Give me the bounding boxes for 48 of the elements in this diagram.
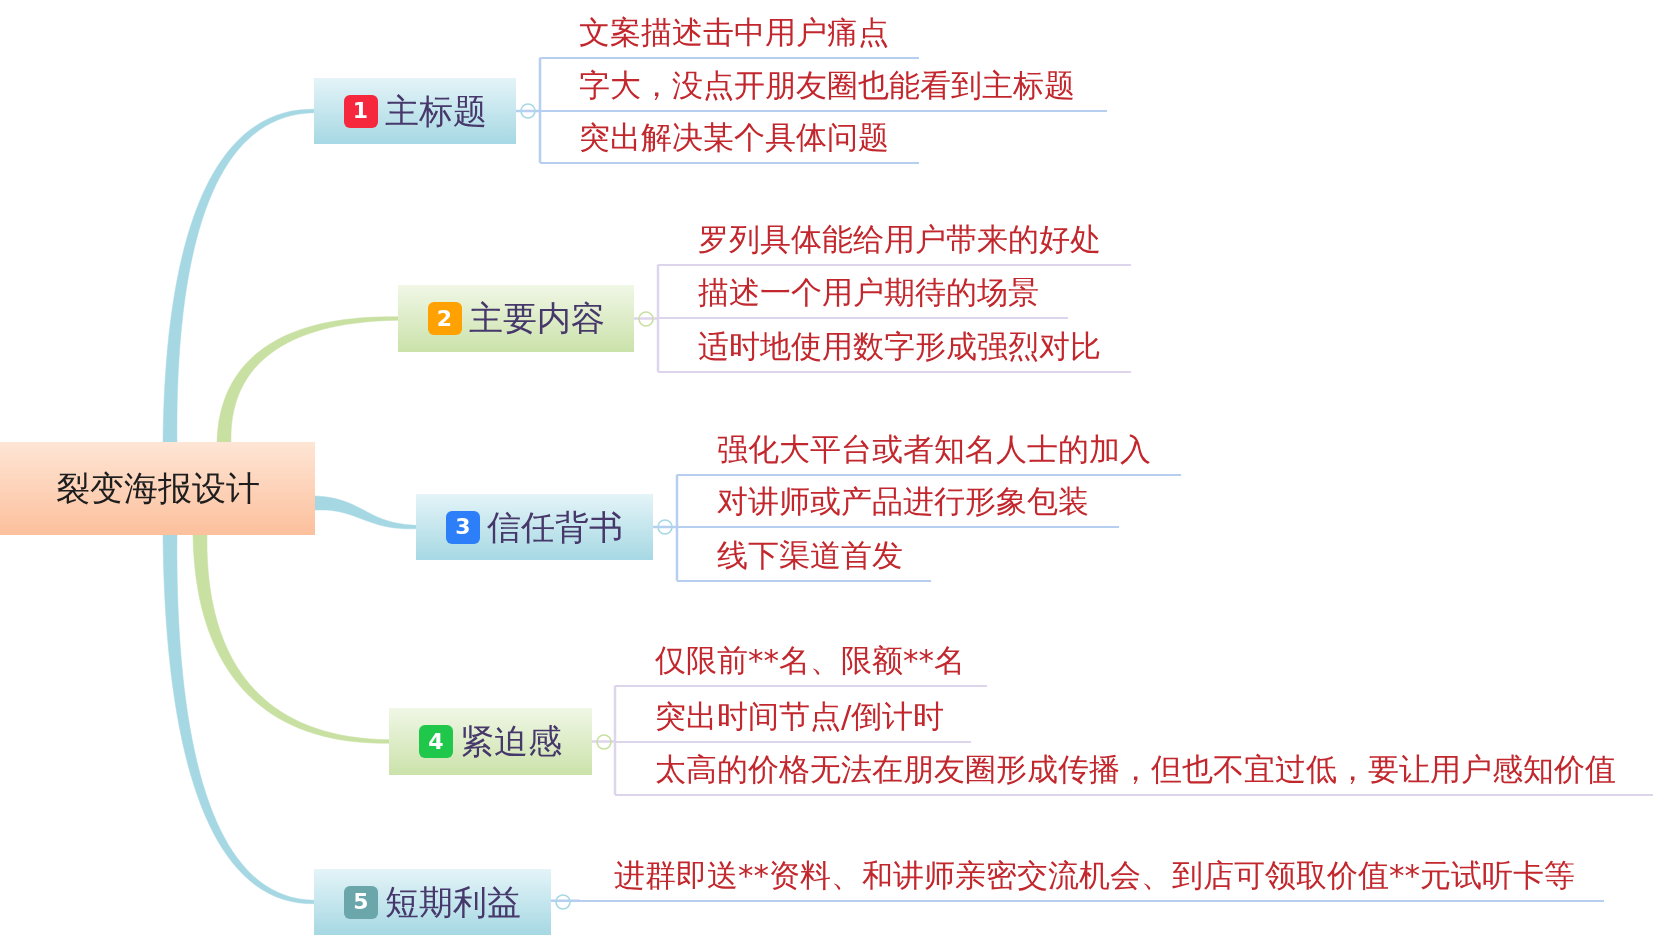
topic-label: 主标题 bbox=[384, 90, 487, 132]
topic-label: 信任背书 bbox=[487, 506, 623, 548]
main-topic bbox=[314, 869, 551, 935]
subtopic-text: 字大，没点开朋友圈也能看到主标题 bbox=[579, 67, 1075, 105]
subtopic-text: 太高的价格无法在朋友圈形成传播，但也不宜过低，要让用户感知价值 bbox=[655, 751, 1616, 789]
subtopic-connector bbox=[538, 57, 542, 113]
subtopic-connector bbox=[538, 109, 542, 163]
subtopic-text: 仅限前**名、限额**名 bbox=[655, 642, 965, 680]
subtopic-connector bbox=[551, 899, 580, 902]
subtopic-text: 突出时间节点/倒计时 bbox=[655, 698, 945, 736]
branch-connector bbox=[162, 109, 315, 443]
central-topic bbox=[0, 442, 315, 535]
subtopic-text: 进群即送**资料、和讲师亲密交流机会、到店可领取价值**元试听卡等 bbox=[614, 857, 1575, 895]
subtopic-connector bbox=[653, 525, 677, 529]
priority-marker: 3 bbox=[446, 510, 480, 544]
main-topic bbox=[416, 494, 653, 560]
branch-connector bbox=[192, 534, 390, 744]
branch-connector bbox=[314, 495, 417, 530]
main-topic bbox=[314, 78, 516, 144]
subtopic-connector bbox=[656, 317, 660, 372]
subtopic-connector bbox=[592, 740, 615, 743]
topic-label: 主要内容 bbox=[468, 298, 605, 339]
subtopic-text: 突出解决某个具体问题 bbox=[579, 119, 889, 157]
subtopic-connector bbox=[656, 264, 660, 320]
priority-marker: 2 bbox=[427, 302, 462, 335]
subtopic-connector bbox=[675, 525, 679, 581]
subtopic-text: 适时地使用数字形成强烈对比 bbox=[698, 328, 1101, 366]
subtopic-text: 文案描述击中用户痛点 bbox=[579, 14, 889, 52]
subtopic-connector bbox=[613, 685, 617, 743]
subtopic-text: 线下渠道首发 bbox=[717, 537, 903, 575]
subtopic-text: 描述一个用户期待的场景 bbox=[698, 274, 1039, 312]
topic-label: 短期利益 bbox=[385, 881, 521, 923]
subtopic-connector bbox=[613, 740, 617, 795]
main-topic bbox=[398, 285, 634, 352]
subtopic-connector bbox=[516, 109, 540, 113]
main-topic bbox=[389, 708, 592, 775]
topic-label: 紧迫感 bbox=[460, 721, 562, 762]
subtopic-connector bbox=[675, 474, 679, 529]
subtopic-text: 强化大平台或者知名人士的加入 bbox=[717, 431, 1151, 469]
branch-connector bbox=[162, 534, 315, 904]
subtopic-text: 罗列具体能给用户带来的好处 bbox=[698, 221, 1101, 259]
branch-connector bbox=[216, 316, 399, 443]
subtopic-connector bbox=[634, 317, 658, 320]
priority-marker: 4 bbox=[419, 725, 453, 758]
priority-marker: 5 bbox=[344, 885, 378, 919]
subtopic-text: 对讲师或产品进行形象包装 bbox=[717, 483, 1089, 521]
central-topic-text: 裂变海报设计 bbox=[55, 468, 260, 509]
priority-marker: 1 bbox=[343, 94, 378, 128]
